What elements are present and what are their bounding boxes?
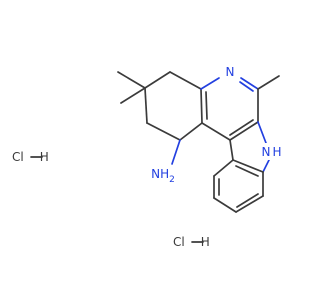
bond-c9-c8-double <box>236 193 259 208</box>
bond-c6-methyl <box>257 75 280 90</box>
bond-methyl-1 <box>117 71 146 89</box>
bond-c6a-c6b-double <box>229 119 254 136</box>
bond-n-c6-double <box>239 81 254 92</box>
bond-c7a-c11a <box>232 159 264 173</box>
bond-c6b-c11b <box>201 122 231 141</box>
bond-c9-c8 <box>235 195 264 213</box>
bond-cq-ch2 <box>144 87 148 124</box>
bond-c6a-c6b <box>229 121 259 141</box>
bond-c4a-n <box>200 77 220 90</box>
bond-c11a-c11 <box>213 159 234 177</box>
hcl-salt-2-chlorine: Cl H <box>173 235 210 249</box>
amine-label: NH2 <box>151 167 175 185</box>
amine-subscript-text: 2 <box>169 175 175 185</box>
hcl-salt-2: Cl H <box>173 235 210 249</box>
bond-nh-c7a <box>262 157 271 173</box>
bond-ch2-chamine <box>146 122 181 141</box>
ring-nitrogen-label: N <box>226 65 235 79</box>
bond-methyl-2 <box>120 87 146 104</box>
bond-c4a-ch2 <box>169 71 202 90</box>
bond-c6b-c11a <box>229 139 234 161</box>
hcl-salt-2-chlorine-cl: Cl <box>173 235 185 249</box>
hcl-salt-1: Cl H <box>12 150 49 164</box>
skeletal-bonds <box>117 71 280 213</box>
indole-hydrogen-label: H <box>272 145 281 159</box>
hcl-salt-2-chlorine-h: H <box>201 235 210 249</box>
bond-chamine-c11b <box>179 122 203 141</box>
bond-c11b-c4a <box>200 88 203 124</box>
bond-c10-c9 <box>213 197 237 213</box>
hcl-salt-1-chlorine: Cl H <box>12 150 49 164</box>
hcl-salt-1-chlorine-h: H <box>40 150 49 164</box>
indole-nitrogen-label: N <box>262 145 271 159</box>
bond-c7a-c11a-double <box>235 165 259 177</box>
bond-ch2-cq <box>144 71 171 89</box>
indole-nitrogen-background <box>259 143 283 160</box>
bond-c6a-nh <box>257 121 267 144</box>
bond-chamine-nh2 <box>171 139 181 165</box>
amine-group-text: NH <box>151 167 169 181</box>
atom-labels: N N H NH2 <box>151 63 283 185</box>
bond-c11b-c4a-double <box>205 91 208 120</box>
hcl-salt-1-chlorine-cl: Cl <box>12 150 24 164</box>
ring-nitrogen-background <box>222 63 238 80</box>
bond-n-c6 <box>240 77 259 90</box>
